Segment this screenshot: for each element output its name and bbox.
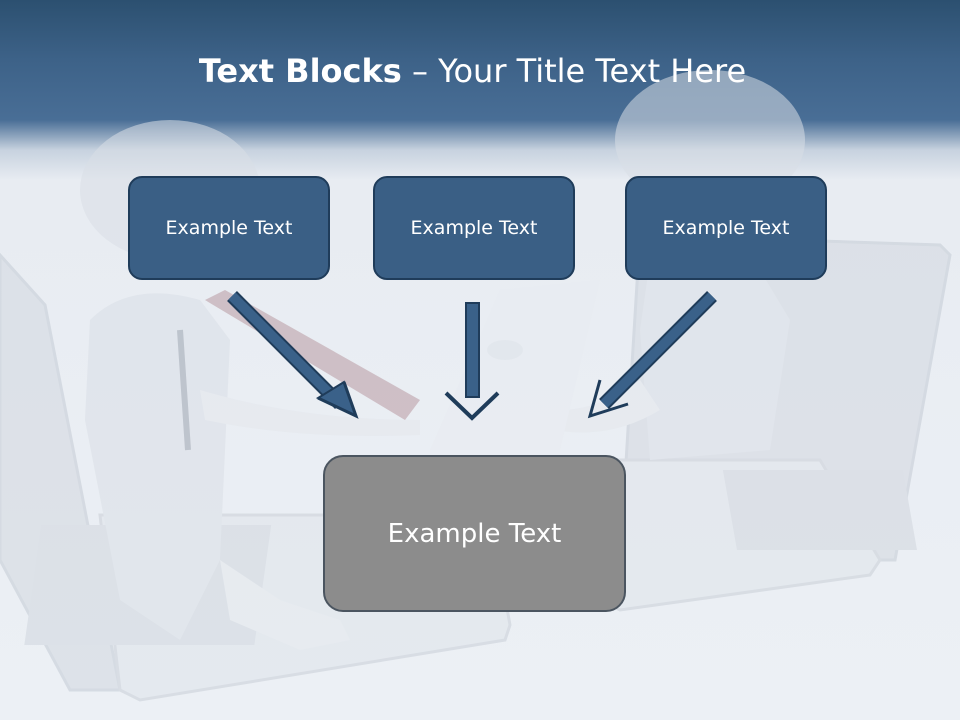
right-figure-head [615,70,805,210]
left-figure-hand [220,560,350,650]
right-figure-body [640,252,790,460]
left-figure-tie [177,329,191,451]
text-box-center: Example Text [373,176,575,280]
left-figure-arm [200,390,420,436]
title-rest: Your Title Text Here [438,52,747,90]
right-keyboard [722,470,917,550]
text-box-bottom: Example Text [323,455,626,612]
paper-clip [487,340,523,360]
title-bold: Text Blocks [198,52,402,90]
text-box-right: Example Text [625,176,827,280]
text-box-left: Example Text [128,176,330,280]
title-separator: – [401,52,439,90]
left-figure-body [85,293,230,640]
slide-title: Text Blocks – Your Title Text Here [0,52,945,90]
